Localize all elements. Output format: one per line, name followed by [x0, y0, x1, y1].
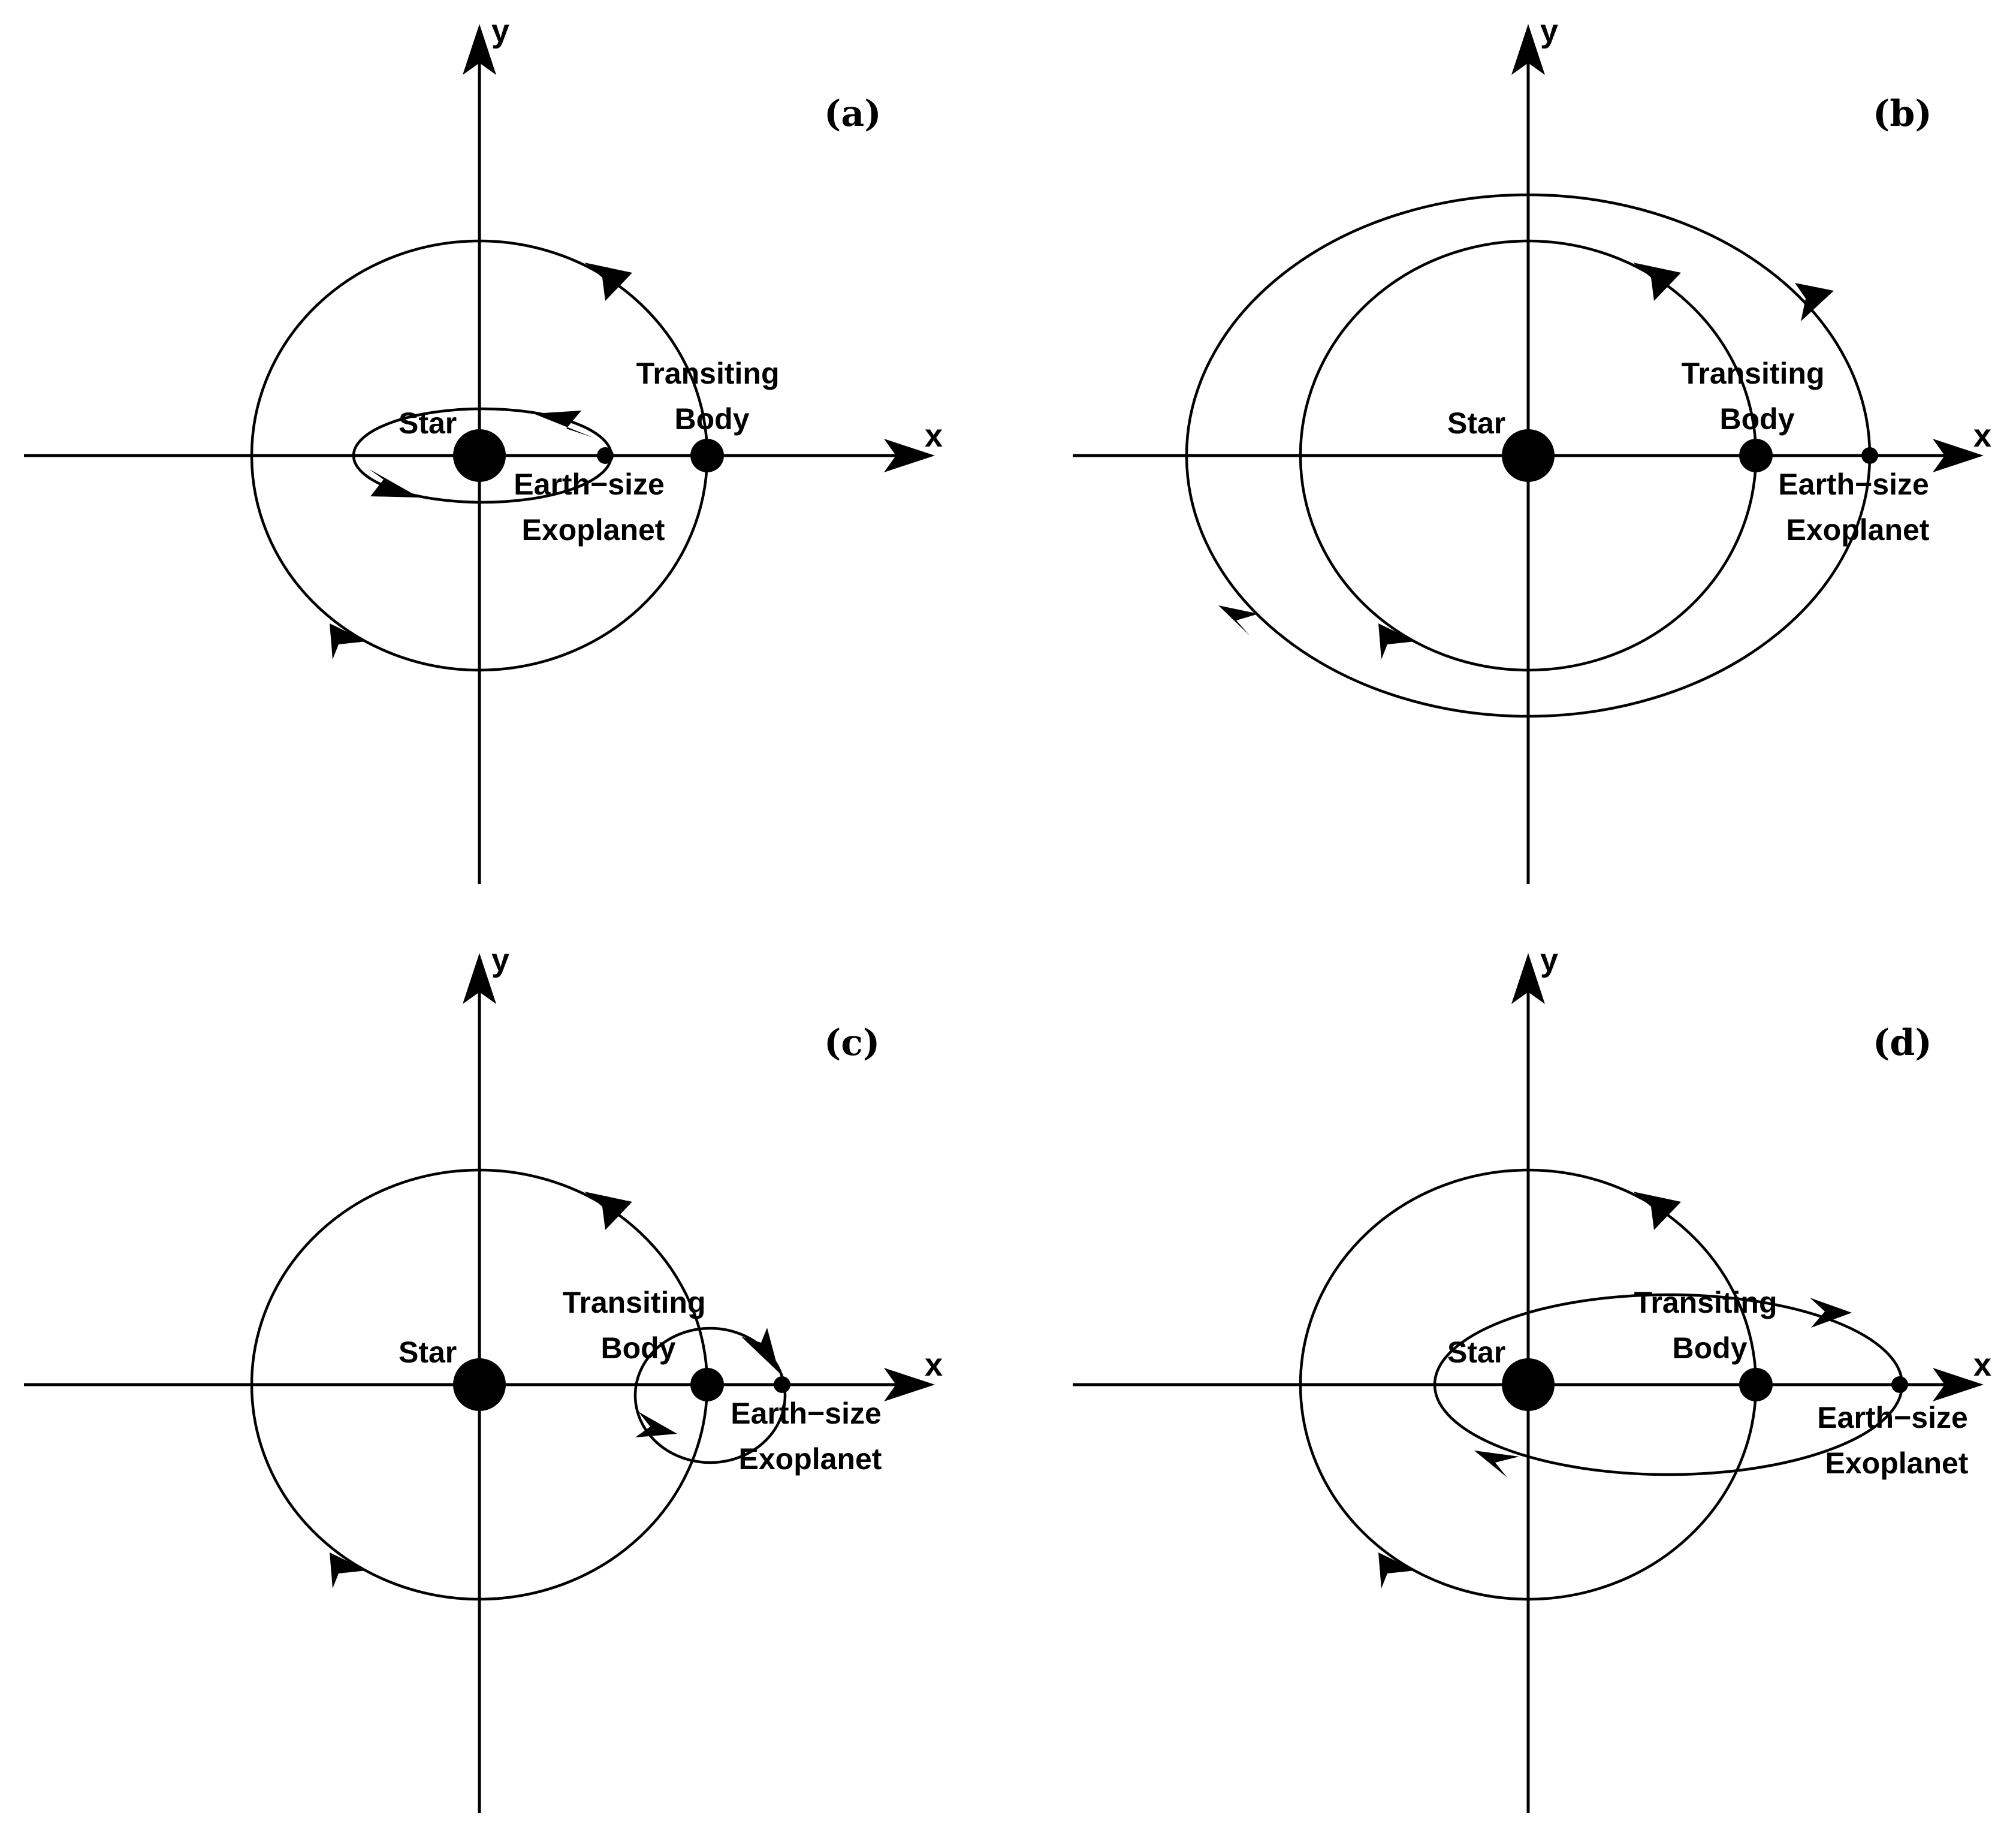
star-label: Star	[399, 406, 457, 440]
y-axis-label: y	[1540, 942, 1558, 978]
transiting-body-label: Transiting Body	[636, 357, 788, 436]
earth-size-exoplanet	[1861, 447, 1878, 464]
exoplanet-label-line: Exoplanet	[739, 1442, 882, 1476]
panel-b: x y Star Transiting Body Earth−size Exop…	[1073, 13, 1991, 884]
y-axis-label: y	[491, 942, 509, 978]
y-axis-arrowhead	[463, 953, 496, 1004]
y-axis-label: y	[491, 13, 509, 49]
exoplanet-label: Earth−size Exoplanet	[514, 468, 672, 547]
x-axis-arrowhead	[884, 1368, 935, 1401]
orbit-direction-arrow	[533, 411, 593, 438]
orbit-direction-arrow	[330, 623, 367, 659]
transiting-label-line: Transiting	[1634, 1286, 1777, 1319]
exoplanet-label: Earth−size Exoplanet	[1817, 1401, 1976, 1480]
orbit-direction-arrow	[1378, 1552, 1416, 1588]
transiting-body	[1739, 1368, 1773, 1401]
transiting-label-line: Transiting	[1682, 357, 1825, 390]
panel-label: (b)	[1873, 93, 1932, 135]
y-axis-arrowhead	[1511, 24, 1545, 75]
orbit-direction-arrow	[1633, 1192, 1681, 1230]
panel-a: x y Star Transiting Body Earth−size Exop…	[24, 13, 943, 884]
star	[1502, 1358, 1555, 1411]
transiting-body	[690, 439, 724, 472]
orbit-direction-arrow	[1633, 263, 1681, 301]
transiting-body-label: Transiting Body	[1682, 357, 1833, 436]
orbit-direction-arrow	[584, 1192, 632, 1230]
orbit-direction-arrow	[635, 1412, 677, 1437]
earth-size-exoplanet	[774, 1376, 790, 1393]
y-axis-arrowhead	[463, 24, 496, 75]
earth-size-exoplanet	[597, 447, 614, 464]
panel-c: x y Star Transiting Body Earth−size Exop…	[24, 942, 943, 1813]
orbit-direction-arrow	[1218, 605, 1259, 635]
exoplanet-orbit	[633, 1326, 787, 1464]
star	[1502, 429, 1555, 482]
exoplanet-label: Earth−size Exoplanet	[731, 1397, 889, 1476]
transiting-body	[1739, 439, 1773, 472]
earth-size-exoplanet	[1891, 1376, 1908, 1393]
y-axis-label: y	[1540, 13, 1558, 49]
x-axis-label: x	[1973, 1347, 1991, 1383]
y-axis-arrowhead	[1511, 953, 1545, 1004]
orbit-direction-arrow	[741, 1328, 779, 1373]
earth-size-label-line: Earth−size	[731, 1397, 882, 1430]
orbit-direction-arrow	[369, 469, 420, 498]
orbit-direction-arrow	[1810, 1298, 1852, 1328]
body-label-line: Body	[1720, 402, 1795, 436]
transiting-label-line: Transiting	[563, 1286, 706, 1319]
x-axis-label: x	[1973, 418, 1991, 454]
x-axis-label: x	[925, 1347, 943, 1383]
exoplanet-label-line: Exoplanet	[1825, 1446, 1969, 1480]
earth-size-label-line: Earth−size	[514, 468, 665, 501]
panel-label: (a)	[824, 93, 882, 135]
transiting-label-line: Transiting	[636, 357, 780, 390]
exoplanet-label-line: Exoplanet	[522, 513, 665, 547]
body-label-line: Body	[601, 1331, 676, 1365]
star	[453, 429, 506, 482]
exoplanet-label: Earth−size Exoplanet	[1778, 468, 1937, 547]
x-axis-arrowhead	[1933, 439, 1984, 472]
orbit-direction-arrow	[584, 263, 632, 301]
star-label: Star	[1447, 406, 1505, 440]
x-axis-arrowhead	[884, 439, 935, 472]
body-label-line: Body	[1673, 1331, 1748, 1365]
exoplanet-label-line: Exoplanet	[1786, 513, 1930, 547]
panel-label: (c)	[824, 1022, 880, 1064]
transiting-body-label: Transiting Body	[1634, 1286, 1786, 1365]
star-label: Star	[399, 1335, 457, 1369]
transiting-body	[690, 1368, 724, 1401]
body-label-line: Body	[675, 402, 750, 436]
earth-size-label-line: Earth−size	[1817, 1401, 1968, 1434]
panel-label: (d)	[1873, 1022, 1932, 1064]
panel-d: x y Star Transiting Body Earth−size Exop…	[1073, 942, 1991, 1813]
orbit-direction-arrow	[330, 1552, 367, 1588]
earth-size-label-line: Earth−size	[1778, 468, 1929, 501]
star-label: Star	[1447, 1335, 1505, 1369]
x-axis-label: x	[925, 418, 943, 454]
x-axis-arrowhead	[1933, 1368, 1984, 1401]
star	[453, 1358, 506, 1411]
orbit-direction-arrow	[1474, 1451, 1519, 1478]
orbit-direction-arrow	[1795, 283, 1834, 321]
transiting-body-label: Transiting Body	[563, 1286, 714, 1365]
orbit-direction-arrow	[1378, 623, 1416, 659]
